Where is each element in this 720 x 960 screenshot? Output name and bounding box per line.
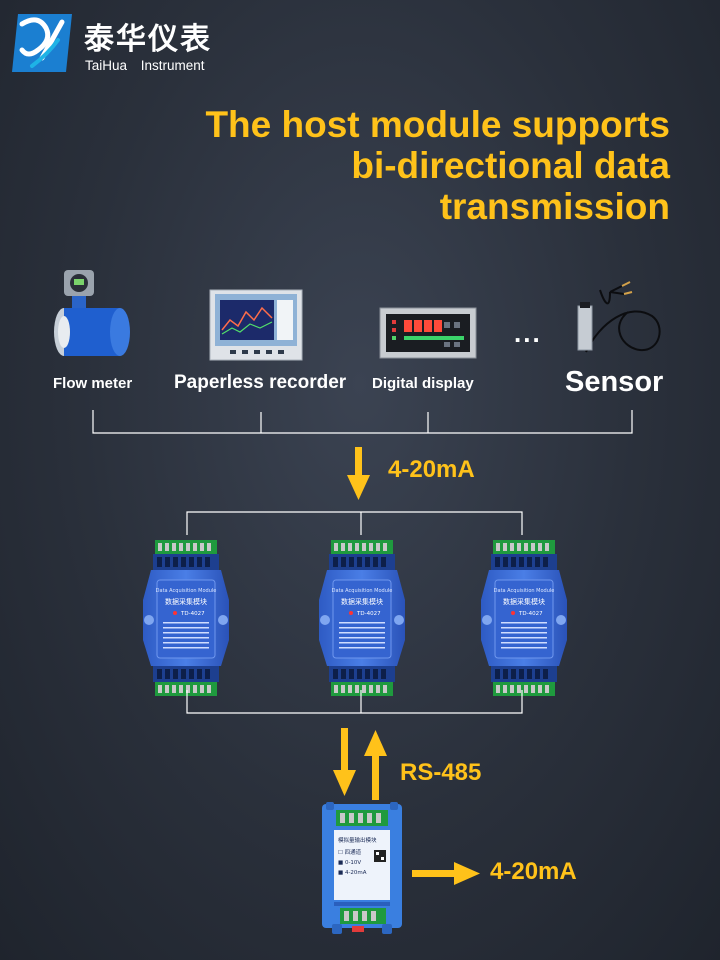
- svg-text:☐ 四通道: ☐ 四通道: [338, 848, 362, 856]
- signal-output-label: 4-20mA: [490, 858, 577, 886]
- paperless-recorder-icon: [210, 290, 302, 360]
- flow-meter-icon: [54, 270, 130, 356]
- svg-text:■ 0-10V: ■ 0-10V: [338, 860, 361, 866]
- device-label-digital-display: Digital display: [372, 375, 474, 392]
- device-label-paperless-recorder: Paperless recorder: [174, 372, 346, 394]
- digital-display-icon: [380, 308, 476, 358]
- output-module: 模拟量输出模块 ☐ 四通道 ■ 0-10V ■ 4-20mA: [322, 802, 402, 934]
- svg-text:模拟量输出模块: 模拟量输出模块: [338, 836, 377, 844]
- more-devices-ellipsis: ...: [514, 318, 542, 349]
- acquisition-module-3: [481, 540, 567, 696]
- modules-top-bracket: [187, 512, 522, 535]
- device-label-flow-meter: Flow meter: [53, 375, 132, 392]
- sensor-icon: [578, 282, 660, 352]
- svg-text:■ 4-20mA: ■ 4-20mA: [338, 870, 367, 876]
- input-arrow: [347, 447, 370, 500]
- output-arrow: [412, 862, 480, 885]
- acquisition-module-1: [143, 540, 229, 696]
- input-bracket: [93, 410, 632, 433]
- rs485-arrows: [333, 728, 387, 800]
- signal-bus-label: RS-485: [400, 759, 481, 787]
- acquisition-module-2: [319, 540, 405, 696]
- signal-input-label: 4-20mA: [388, 456, 475, 484]
- device-label-sensor: Sensor: [565, 366, 663, 399]
